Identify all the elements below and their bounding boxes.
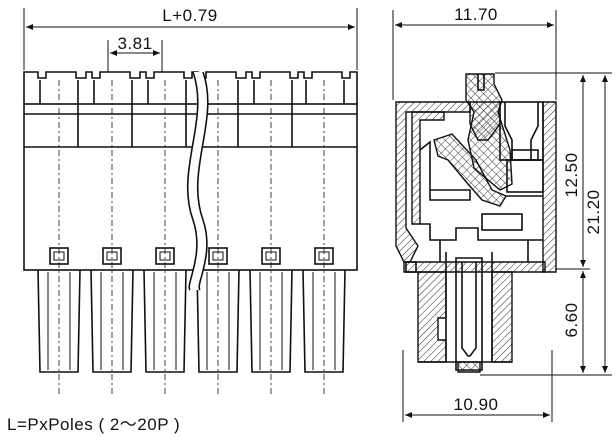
pole-formula-note: L=PxPoles ( 2～20P ) [7,415,180,434]
side-view: 11.70 10.90 12.50 21.20 6.60 [392,5,612,422]
contact-pins [37,269,346,373]
connector-top-edge [23,71,358,104]
bottom-width-label: 10.90 [453,395,498,414]
pitch-dimension: 3.81 [107,34,163,72]
break-line [186,71,209,291]
top-width-label: 11.70 [454,5,498,24]
pin-height-label: 6.60 [562,302,581,337]
bottom-width-dimension: 10.90 [402,350,553,422]
inner-chamber [405,101,544,273]
connector-body [23,103,358,271]
latch-windows [49,247,334,265]
total-height-label: 21.20 [584,189,603,234]
vertical-dimensions: 12.50 21.20 6.60 [480,72,612,376]
overall-length-label: L+0.79 [162,6,217,25]
pole-centerlines [58,80,325,395]
front-view: L+0.79 3.81 [7,6,358,434]
pitch-label: 3.81 [117,34,152,53]
pin-housing [417,252,513,373]
overall-length-dimension: L+0.79 [23,6,358,70]
top-width-dimension: 11.70 [392,5,557,100]
segment-dividers [39,80,345,147]
upper-height-label: 12.50 [562,152,581,197]
